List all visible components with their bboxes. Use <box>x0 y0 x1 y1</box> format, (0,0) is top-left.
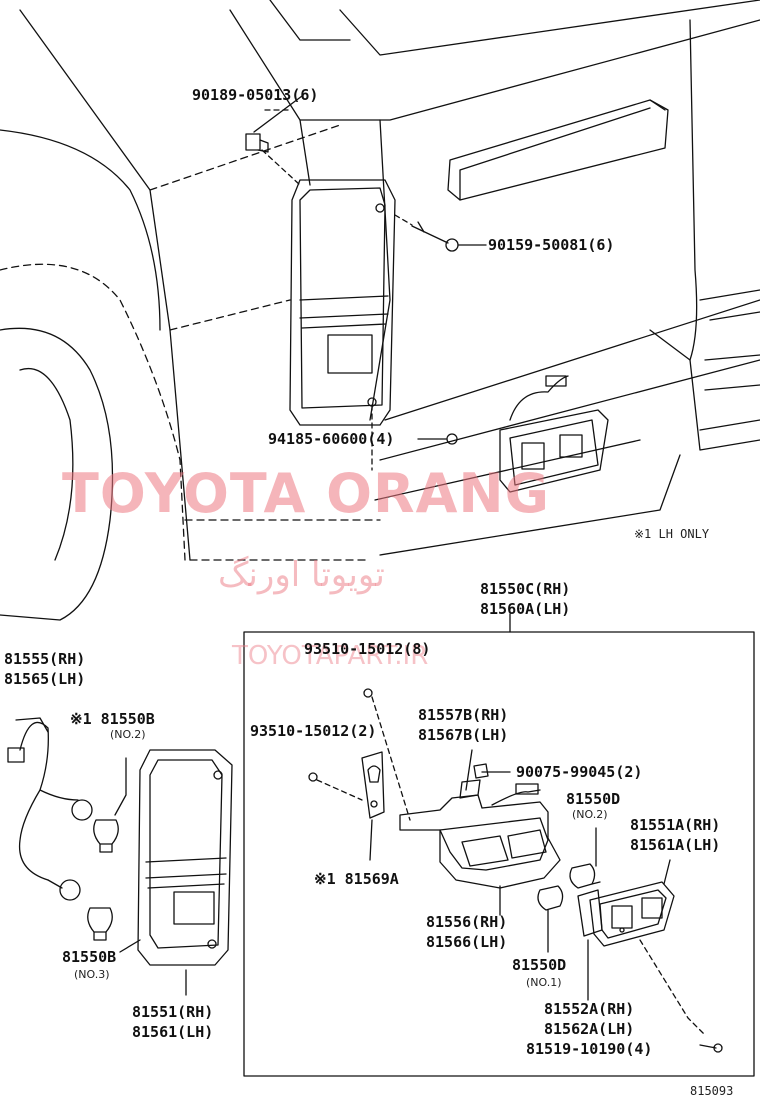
detail-frame <box>243 631 755 1077</box>
nut-90075 <box>473 763 489 779</box>
tail-lamp-lower <box>137 749 233 966</box>
figure-number: 815093 <box>690 1084 734 1098</box>
label-81569a: ※1 81569A <box>314 870 399 888</box>
label-81556: 81556(RH) <box>426 913 508 931</box>
label-81519: 81519-10190(4) <box>526 1040 653 1058</box>
bulb-81550d-no1 <box>537 885 564 953</box>
bulb-81550d-no2 <box>569 827 601 889</box>
clip-90189 <box>245 109 301 186</box>
label-81551a: 81551A(RH) <box>630 816 721 834</box>
label-81557b: 81557B(RH) <box>418 706 509 724</box>
screw-90159 <box>394 214 459 252</box>
screw-93510-upper <box>363 688 411 821</box>
label-no1: (NO.1) <box>526 976 562 989</box>
label-lh-only: ※1 LH ONLY <box>634 527 710 541</box>
watermark-latin: TOYOTA ORANG <box>62 462 550 525</box>
label-81550c: 81550C(RH) <box>480 580 571 598</box>
screw-81519 <box>699 1043 723 1053</box>
label-81550d-top: 81550D <box>566 790 621 808</box>
label-no2-b: (NO.2) <box>572 808 608 821</box>
label-81552a: 81552A(RH) <box>544 1000 635 1018</box>
label-90075: 90075-99045(2) <box>516 763 643 781</box>
label-no3: (NO.3) <box>74 968 110 981</box>
lens-81551a <box>577 881 705 1035</box>
nut-94185 <box>371 404 458 471</box>
lamp-housing-81556 <box>399 779 561 889</box>
label-81566: 81566(LH) <box>426 933 508 951</box>
label-81562a: 81562A(LH) <box>544 1020 635 1038</box>
label-81561: 81561(LH) <box>132 1023 214 1041</box>
label-90189: 90189-05013(6) <box>192 86 319 104</box>
screw-93510-left <box>308 772 363 801</box>
label-no2-a: (NO.2) <box>110 728 146 741</box>
label-81550d-bot: 81550D <box>512 956 567 974</box>
label-93510-2: 93510-15012(2) <box>250 722 377 740</box>
label-81560a: 81560A(LH) <box>480 600 571 618</box>
leader-lines <box>119 95 671 996</box>
vehicle-body <box>0 0 760 621</box>
label-90159: 90159-50081(6) <box>488 236 615 254</box>
label-81567b: 81567B(LH) <box>418 726 509 744</box>
label-81551: 81551(RH) <box>132 1003 214 1021</box>
label-81550b-bot: 81550B <box>62 948 117 966</box>
tail-lamp-upper <box>289 179 396 426</box>
license-lamp-mounted <box>499 375 609 493</box>
label-93510-8: 93510-15012(8) <box>304 640 431 658</box>
label-94185: 94185-60600(4) <box>268 430 395 448</box>
label-81561a: 81561A(LH) <box>630 836 721 854</box>
wire-harness-81555 <box>7 717 93 901</box>
label-81550b-top: ※1 81550B <box>70 710 155 728</box>
label-81565: 81565(LH) <box>4 670 86 688</box>
bulb-81550b-no2 <box>93 757 127 853</box>
label-81555: 81555(RH) <box>4 650 86 668</box>
bulb-81550b-no3 <box>87 907 113 941</box>
bracket-81569a <box>361 751 385 819</box>
watermark-site: TOYOTAPART.IR <box>232 641 429 671</box>
watermark-persian: تویوتا اورنگ <box>218 555 385 595</box>
